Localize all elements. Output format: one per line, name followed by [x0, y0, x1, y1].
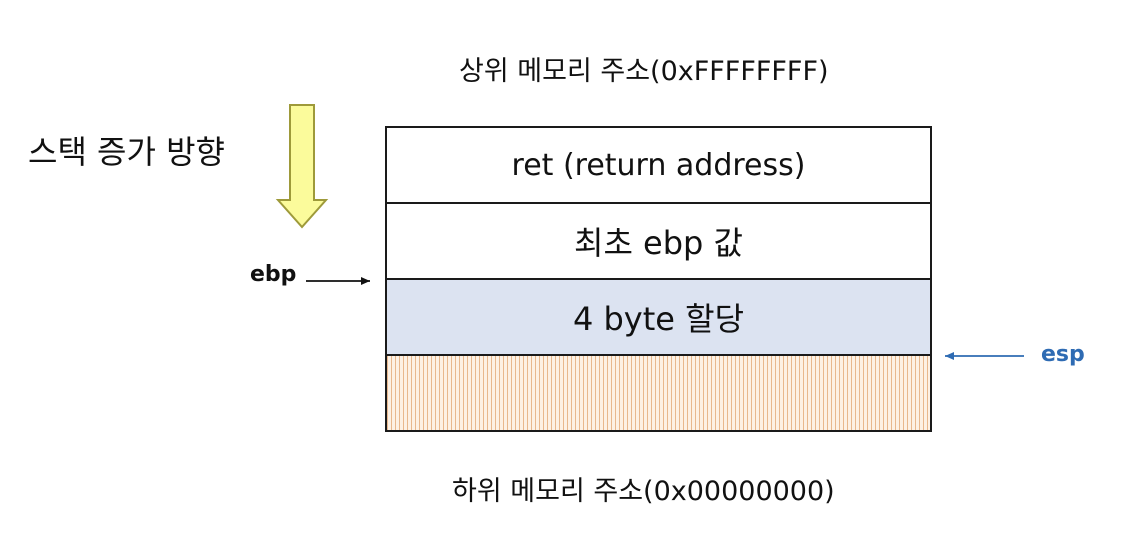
stack-cell-return-address: ret (return address)	[387, 128, 930, 204]
stack-cell-allocated: 4 byte 할당	[387, 280, 930, 356]
stack-frame: ret (return address) 최초 ebp 값 4 byte 할당	[385, 126, 932, 432]
stack-cell-unused	[387, 356, 930, 430]
lower-memory-address-label: 하위 메모리 주소(0x00000000)	[452, 476, 835, 507]
esp-label: esp	[1041, 342, 1085, 367]
stack-growth-direction-label: 스택 증가 방향	[28, 133, 225, 171]
down-arrow-icon	[275, 104, 329, 229]
ebp-label: ebp	[250, 262, 297, 287]
upper-memory-address-label: 상위 메모리 주소(0xFFFFFFFF)	[459, 56, 829, 87]
stack-cell-saved-ebp: 최초 ebp 값	[387, 204, 930, 280]
